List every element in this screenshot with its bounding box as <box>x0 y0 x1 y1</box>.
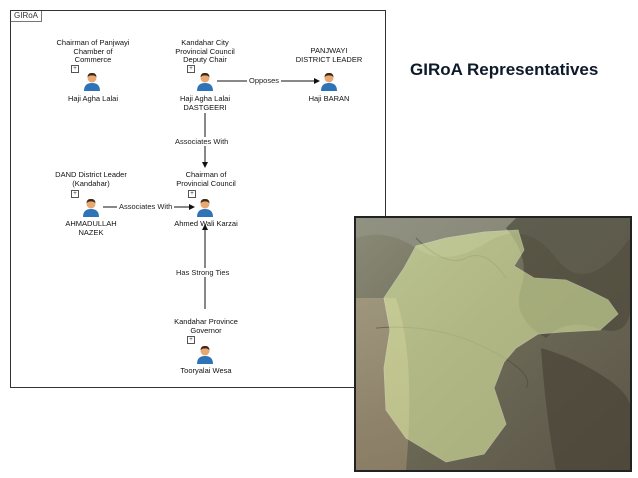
slide-heading: GIRoA Representatives <box>410 60 599 79</box>
edge-label-associates-deputy: Associates With <box>173 137 231 146</box>
person-icon <box>197 345 213 364</box>
node-panjwayi-title: PANJWAYI DISTRICT LEADER <box>295 46 363 64</box>
edge-label-opposes: Opposes <box>247 76 282 85</box>
node-panjwayi-name: Haji BARAN <box>308 94 350 103</box>
expand-plus-icon[interactable]: + <box>187 65 195 73</box>
satellite-terrain <box>356 218 630 470</box>
person-icon <box>197 198 213 217</box>
expand-plus-icon[interactable]: + <box>71 190 79 198</box>
node-dand-title: DAND District Leader (Kandahar) <box>55 170 127 188</box>
node-governor-title: Kandahar Province Governor <box>174 317 238 335</box>
edge-label-associates-dand: Associates With <box>117 202 175 211</box>
node-chairman-name: Ahmed Wali Karzai <box>174 219 238 228</box>
expand-plus-icon[interactable]: + <box>71 65 79 73</box>
panel-tag: GIRoA <box>11 11 43 22</box>
person-icon <box>84 72 100 91</box>
node-dand-name: AHMADULLAH NAZEK <box>65 219 117 237</box>
network-diagram-panel: GIRoA Chairman of Panjwayi Chamber of Co… <box>10 10 386 388</box>
person-icon <box>197 72 213 91</box>
expand-plus-icon[interactable]: + <box>187 336 195 344</box>
node-deputy-name: Haji Agha Lalai DASTGEERI <box>179 94 231 112</box>
person-icon <box>83 198 99 217</box>
edge-label-strong-ties: Has Strong Ties <box>174 268 232 277</box>
district-overlay <box>383 229 619 463</box>
node-governor-name: Tooryalai Wesa <box>180 366 232 375</box>
node-deputy-title: Kandahar City Provincial Council Deputy … <box>175 38 235 64</box>
satellite-map <box>354 216 632 472</box>
node-chairman-title: Chairman of Provincial Council <box>176 170 236 188</box>
node-chamber-name: Haji Agha Lalai <box>67 94 119 103</box>
person-icon <box>321 72 337 91</box>
node-chamber-title: Chairman of Panjwayi Chamber of Commerce <box>56 38 130 64</box>
expand-plus-icon[interactable]: + <box>188 190 196 198</box>
